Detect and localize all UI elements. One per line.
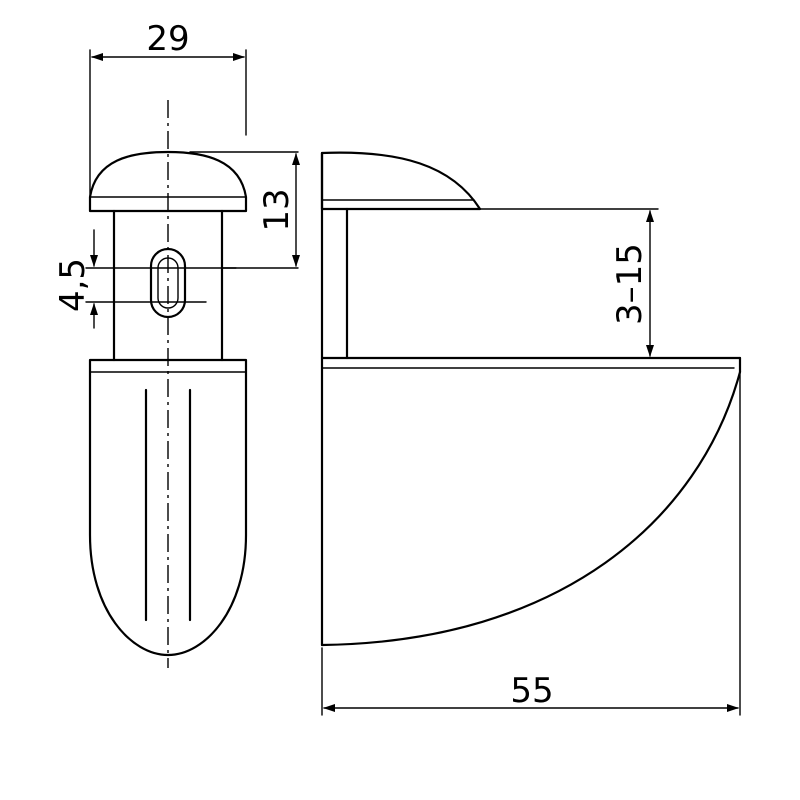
front-view-lower-body <box>88 358 248 657</box>
dimension-gap-range: 3–15 <box>479 208 659 357</box>
dimension-cap-height: 13 <box>189 151 300 269</box>
front-view <box>88 100 248 668</box>
front-view-slot-inner <box>157 257 179 309</box>
side-view-lower-curve <box>320 370 742 647</box>
dimension-slot-width: 4,5 <box>53 229 237 329</box>
front-view-slot-outer <box>149 247 187 319</box>
dimension-label-29: 29 <box>146 19 189 59</box>
front-view-cap <box>88 150 248 213</box>
side-view <box>320 151 742 647</box>
dimension-label-3-15: 3–15 <box>610 243 650 325</box>
dimension-label-13: 13 <box>257 188 297 231</box>
dimension-depth-bottom: 55 <box>321 371 741 716</box>
dimension-label-55: 55 <box>510 671 553 711</box>
dimension-width-top: 29 <box>89 19 247 201</box>
dimension-label-4-5: 4,5 <box>53 258 93 312</box>
